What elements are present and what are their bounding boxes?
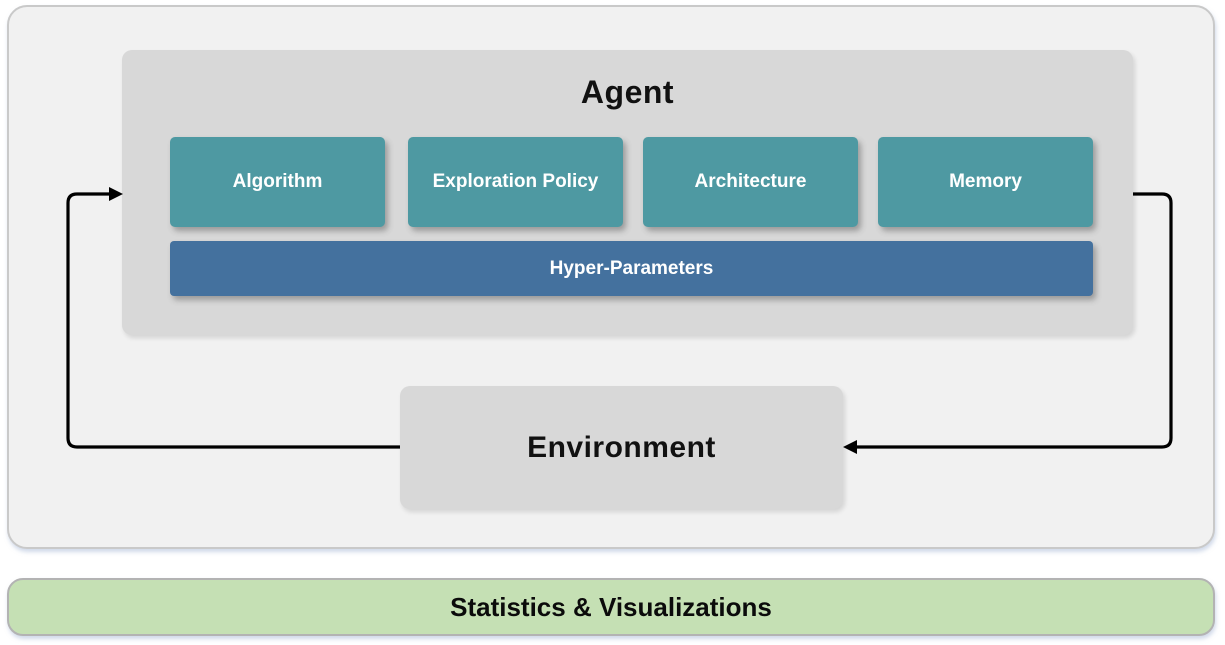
agent-component-algorithm: Algorithm: [170, 137, 385, 227]
agent-container: Agent Algorithm Exploration Policy Archi…: [122, 50, 1133, 335]
environment-box: Environment: [400, 386, 843, 509]
environment-title: Environment: [527, 430, 716, 464]
agent-component-architecture: Architecture: [643, 137, 858, 227]
agent-title: Agent: [580, 74, 675, 110]
statistics-visualizations-bar: Statistics & Visualizations: [7, 578, 1215, 636]
statistics-visualizations-label: Statistics & Visualizations: [450, 591, 772, 622]
agent-component-exploration-policy: Exploration Policy: [408, 137, 623, 227]
agent-component-memory: Memory: [878, 137, 1093, 227]
agent-hyper-parameters-bar: Hyper-Parameters: [170, 241, 1093, 296]
